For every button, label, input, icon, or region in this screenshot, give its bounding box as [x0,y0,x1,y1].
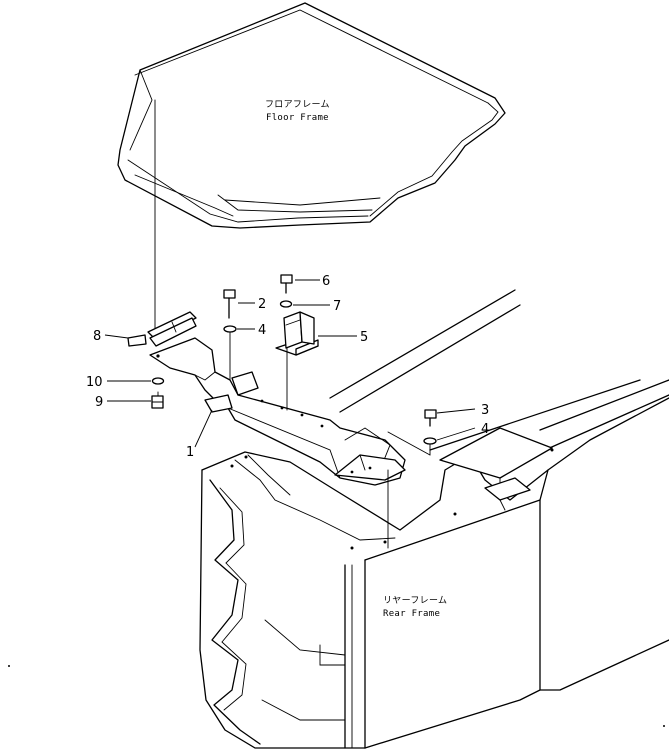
floor-frame-label-en: Floor Frame [266,113,329,123]
callout-8: 8 [93,329,101,344]
callout-4-upper: 4 [258,323,266,338]
mount-part-5 [275,311,319,411]
clamp-part-8 [127,311,197,347]
callout-1: 1 [186,445,194,460]
leader-lines [104,279,476,448]
callout-3: 3 [481,403,489,418]
callout-5: 5 [360,330,368,345]
callout-4-lower: 4 [481,422,489,437]
floor-frame-label-jp: フロアフレーム [265,99,330,110]
callout-9: 9 [95,395,103,410]
bolt-part-6 [280,274,293,294]
washer-part-4-upper [223,325,237,381]
bracket-part-1 [149,337,431,486]
rear-frame [199,289,669,749]
washer-part-10 [151,377,165,385]
rear-frame-label-en: Rear Frame [383,609,440,619]
rear-frame-label-jp: リヤーフレーム [383,595,447,606]
washer-part-4-lower [423,437,437,456]
bolt-part-2 [223,289,236,319]
callout-10: 10 [86,375,103,390]
nut-part-9 [151,395,164,409]
bolt-part-3 [424,409,437,427]
callout-7: 7 [333,299,341,314]
floor-frame [117,2,506,229]
washer-part-7 [279,300,293,308]
callout-6: 6 [322,274,330,289]
callout-2: 2 [258,297,266,312]
